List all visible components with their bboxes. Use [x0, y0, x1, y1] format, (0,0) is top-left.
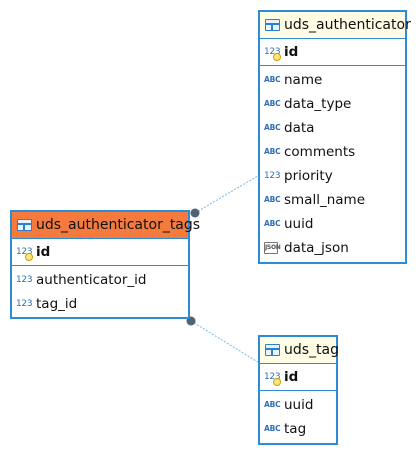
table-icon	[265, 19, 280, 31]
numeric-type-icon: 123	[16, 298, 33, 309]
numeric-key-icon: 123	[16, 246, 33, 261]
column-name: id	[36, 244, 51, 260]
relationship-line-tag	[190, 320, 262, 365]
column-name: uuid	[284, 216, 314, 232]
relationship-line-authenticator	[194, 173, 262, 214]
text-type-icon: ABC	[264, 195, 281, 205]
numeric-type-icon: 123	[16, 274, 33, 285]
column-name: comments	[284, 144, 356, 160]
numeric-key-icon: 123	[264, 46, 281, 61]
column-name: name	[284, 72, 323, 88]
table-name: uds_tag	[284, 342, 340, 358]
table-header[interactable]: uds_tag	[260, 337, 340, 364]
column-name: id	[284, 44, 299, 60]
column-name: uuid	[284, 397, 314, 413]
numeric-type-icon: 123	[264, 170, 281, 181]
text-type-icon: ABC	[264, 147, 281, 157]
column-name: data_json	[284, 240, 349, 256]
column-name: tag	[284, 421, 307, 437]
column-name: id	[284, 369, 299, 385]
column-name: authenticator_id	[36, 272, 147, 288]
text-type-icon: ABC	[264, 99, 281, 109]
text-type-icon: ABC	[264, 424, 281, 434]
column-name: small_name	[284, 192, 365, 208]
json-type-icon: JSON	[264, 242, 281, 254]
table-header[interactable]: uds_authenticator	[260, 12, 411, 39]
text-type-icon: ABC	[264, 400, 281, 410]
table-icon	[17, 219, 32, 231]
column-name: tag_id	[36, 296, 78, 312]
table-name: uds_authenticator_tags	[36, 217, 201, 233]
table-header[interactable]: uds_authenticator_tags	[12, 212, 200, 239]
relationship-endpoint-authenticator[interactable]	[190, 208, 200, 218]
text-type-icon: ABC	[264, 123, 281, 133]
text-type-icon: ABC	[264, 219, 281, 229]
column-name: data_type	[284, 96, 352, 112]
table-name: uds_authenticator	[284, 17, 411, 33]
table-icon	[265, 344, 280, 356]
text-type-icon: ABC	[264, 75, 281, 85]
column-name: priority	[284, 168, 333, 184]
column-name: data	[284, 120, 315, 136]
numeric-key-icon: 123	[264, 371, 281, 386]
